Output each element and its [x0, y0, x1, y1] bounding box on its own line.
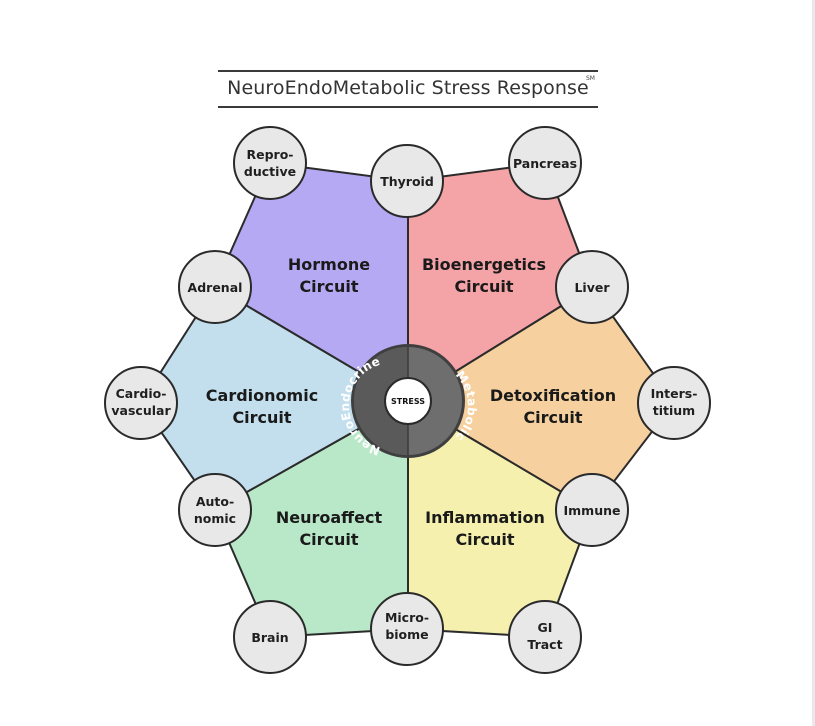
node-adrenal: Adrenal: [178, 250, 252, 324]
hub-left-half: [354, 347, 408, 455]
cardionomic-circuit-label-2: Circuit: [232, 408, 291, 427]
node-adrenal-label: Adrenal: [188, 280, 243, 295]
node-thyroid: Thyroid: [370, 144, 444, 218]
hormone-circuit-label-1: Hormone: [288, 255, 370, 274]
node-gi-tract-label-1: GI: [538, 620, 553, 635]
neuroaffect-circuit-label-1: Neuroaffect: [276, 508, 383, 527]
node-cardiovascular-label-1: Cardio-: [116, 386, 167, 401]
bioenergetics-circuit-label-1: Bioenergetics: [422, 255, 546, 274]
hub-center-circle: [384, 377, 432, 425]
node-immune: Immune: [555, 473, 629, 547]
node-autonomic-label-2: nomic: [194, 511, 236, 526]
node-cardiovascular: Cardio- vascular: [104, 366, 178, 440]
node-reproductive-label-2: ductive: [244, 164, 296, 179]
node-pancreas: Pancreas: [508, 126, 582, 200]
node-interstitium: Inters- titium: [637, 366, 711, 440]
inflammation-circuit-label-1: Inflammation: [425, 508, 545, 527]
node-interstitium-label-1: Inters-: [651, 386, 698, 401]
node-brain-label: Brain: [251, 630, 288, 645]
node-immune-label: Immune: [564, 503, 621, 518]
node-pancreas-label: Pancreas: [513, 156, 577, 171]
detoxification-circuit-label-2: Circuit: [523, 408, 582, 427]
node-thyroid-label: Thyroid: [380, 174, 434, 189]
node-reproductive: Repro- ductive: [233, 126, 307, 200]
node-microbiome-label-1: Micro-: [385, 610, 429, 625]
node-cardiovascular-label-2: vascular: [111, 403, 171, 418]
service-mark: SM: [586, 75, 595, 82]
node-brain: Brain: [233, 600, 307, 674]
inflammation-circuit-label-2: Circuit: [455, 530, 514, 549]
node-gi-tract-label-2: Tract: [527, 637, 562, 652]
hub-center-label: STRESS: [391, 397, 425, 406]
neuroaffect-circuit-label-2: Circuit: [299, 530, 358, 549]
hormone-circuit-label-2: Circuit: [299, 277, 358, 296]
node-gi-tract: GI Tract: [508, 600, 582, 674]
page-edge: [812, 0, 815, 726]
bioenergetics-circuit-label-2: Circuit: [454, 277, 513, 296]
node-reproductive-label-1: Repro-: [247, 147, 294, 162]
detoxification-circuit-label-1: Detoxification: [490, 386, 616, 405]
node-liver: Liver: [555, 250, 629, 324]
node-liver-label: Liver: [574, 280, 610, 295]
diagram-title: NeuroEndoMetabolic Stress Response SM: [218, 70, 598, 108]
node-autonomic-label-1: Auto-: [196, 494, 234, 509]
cardionomic-circuit-label-1: Cardionomic: [206, 386, 318, 405]
node-microbiome-label-2: biome: [385, 627, 428, 642]
node-autonomic: Auto- nomic: [178, 473, 252, 547]
node-interstitium-label-2: titium: [653, 403, 695, 418]
title-text: NeuroEndoMetabolic Stress Response: [227, 77, 589, 99]
node-microbiome: Micro- biome: [370, 592, 444, 666]
stress-hub: NeuroEndocrine Metabolic STRESS: [338, 344, 479, 458]
